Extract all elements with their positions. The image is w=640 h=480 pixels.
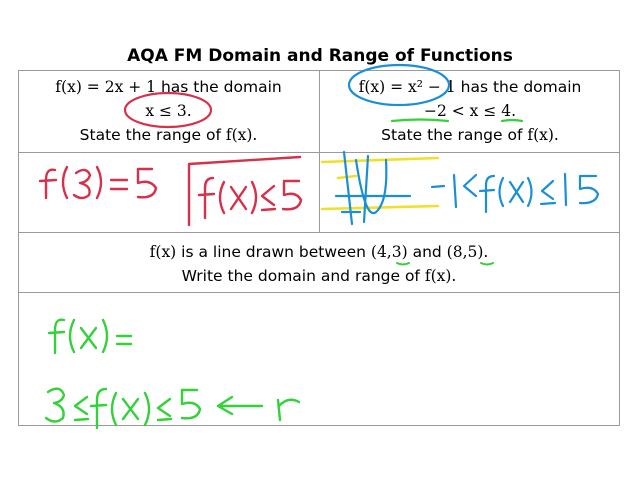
green-mark [480, 262, 494, 266]
q3-math-1: f(x) [149, 243, 177, 261]
q2-prompt-math: f(x). [527, 126, 559, 144]
q3-prompt-math: f(x). [424, 267, 457, 285]
q2-text: has the domain [455, 78, 582, 96]
q3-text-2: and [407, 243, 447, 261]
column-divider [319, 70, 320, 233]
q1-text: has the domain [156, 78, 282, 96]
question-3: f(x) is a line drawn between (4,3) and (… [18, 240, 620, 288]
yellow-highlight [320, 156, 440, 211]
red-handwriting [38, 155, 303, 227]
green-underline-right [500, 118, 524, 123]
green-handwriting [44, 318, 301, 430]
question-1: f(x) = 2x + 1 has the domain x ≤ 3. Stat… [18, 75, 319, 147]
q1-prompt: State the range of [79, 126, 226, 144]
green-underline-left [390, 118, 450, 123]
question-2: f(x) = x² − 1 has the domain −2 < x ≤ 4.… [320, 75, 620, 147]
row-divider [18, 292, 620, 293]
q2-function: f(x) = x² − 1 [358, 78, 456, 96]
q3-math-3: (8,5). [446, 243, 489, 261]
q1-function: f(x) = 2x + 1 [55, 78, 157, 96]
red-circle-annotation [123, 91, 213, 129]
green-mark [396, 262, 410, 266]
blue-handwriting [334, 150, 600, 226]
page-title: AQA FM Domain and Range of Functions [127, 46, 513, 66]
q3-prompt: Write the domain and range of [181, 267, 425, 285]
q2-prompt: State the range of [381, 126, 528, 144]
blue-circle-annotation [347, 63, 451, 107]
q3-math-2: (4,3) [370, 243, 408, 261]
q1-domain: x ≤ 3. [145, 102, 192, 120]
q2-domain: −2 < x ≤ 4. [423, 102, 517, 120]
q3-text-1: is a line drawn between [176, 243, 371, 261]
q1-prompt-math: f(x). [225, 126, 258, 144]
